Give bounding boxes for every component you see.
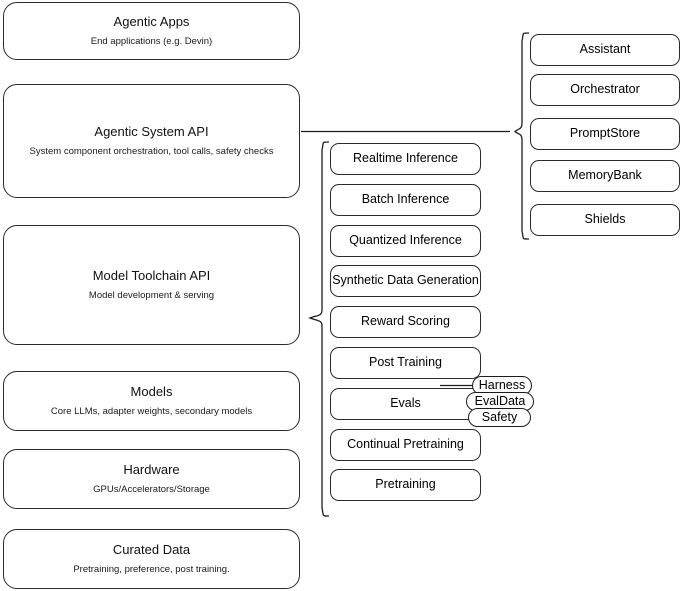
capability-label: Realtime Inference <box>353 151 458 166</box>
component-assistant[interactable]: Assistant <box>530 34 680 66</box>
capability-label: Continual Pretraining <box>347 437 464 452</box>
brace-system-components <box>514 32 530 240</box>
eval-pill-label: Harness <box>478 378 526 393</box>
component-label: Orchestrator <box>570 82 640 97</box>
layer-model-toolchain-api[interactable]: Model Toolchain API Model development & … <box>3 225 300 345</box>
layer-hardware[interactable]: Hardware GPUs/Accelerators/Storage <box>3 449 300 509</box>
layer-title: Models <box>130 384 173 400</box>
component-orchestrator[interactable]: Orchestrator <box>530 74 680 106</box>
capability-reward-scoring[interactable]: Reward Scoring <box>330 306 481 338</box>
capability-label: Synthetic Data Generation <box>332 273 479 288</box>
layer-agentic-system-api[interactable]: Agentic System API System component orch… <box>3 84 300 198</box>
capability-batch-inference[interactable]: Batch Inference <box>330 184 481 216</box>
capability-realtime-inference[interactable]: Realtime Inference <box>330 143 481 175</box>
capability-label: Post Training <box>369 355 442 370</box>
capability-post-training[interactable]: Post Training <box>330 347 481 379</box>
eval-pill-label: Safety <box>481 410 518 425</box>
layer-subtitle: GPUs/Accelerators/Storage <box>93 483 210 495</box>
layer-models[interactable]: Models Core LLMs, adapter weights, secon… <box>3 371 300 431</box>
layer-curated-data[interactable]: Curated Data Pretraining, preference, po… <box>3 529 300 589</box>
capability-evals[interactable]: Evals <box>330 388 481 420</box>
capability-quantized-inference[interactable]: Quantized Inference <box>330 225 481 257</box>
capability-label: Evals <box>390 396 421 411</box>
eval-pill-evaldata[interactable]: EvalData <box>466 392 534 411</box>
component-promptstore[interactable]: PromptStore <box>530 118 680 150</box>
layer-title: Curated Data <box>112 542 191 558</box>
component-label: MemoryBank <box>568 168 642 183</box>
capability-pretraining[interactable]: Pretraining <box>330 469 481 501</box>
layer-agentic-apps[interactable]: Agentic Apps End applications (e.g. Devi… <box>3 2 300 60</box>
component-memorybank[interactable]: MemoryBank <box>530 160 680 192</box>
component-shields[interactable]: Shields <box>530 204 680 236</box>
layer-subtitle: Model development & serving <box>88 289 215 301</box>
eval-pill-safety[interactable]: Safety <box>468 408 531 427</box>
component-label: PromptStore <box>569 126 641 141</box>
layer-title: Agentic System API <box>94 124 209 140</box>
layer-title: Agentic Apps <box>113 14 190 30</box>
component-label: Shields <box>584 212 626 227</box>
component-label: Assistant <box>579 42 631 57</box>
capability-synthetic-data-generation[interactable]: Synthetic Data Generation <box>330 265 481 297</box>
capability-label: Quantized Inference <box>349 233 462 248</box>
capability-label: Pretraining <box>375 477 436 492</box>
layer-subtitle: Core LLMs, adapter weights, secondary mo… <box>50 405 253 417</box>
eval-pill-label: EvalData <box>474 394 526 409</box>
layer-title: Hardware <box>123 462 180 478</box>
layer-subtitle: End applications (e.g. Devin) <box>90 35 213 47</box>
layer-subtitle: Pretraining, preference, post training. <box>73 563 230 575</box>
brace-toolchain-capabilities <box>308 141 330 517</box>
layer-title: Model Toolchain API <box>92 268 211 284</box>
capability-continual-pretraining[interactable]: Continual Pretraining <box>330 429 481 461</box>
capability-label: Reward Scoring <box>361 314 450 329</box>
capability-label: Batch Inference <box>361 192 450 207</box>
layer-subtitle: System component orchestration, tool cal… <box>29 145 274 157</box>
